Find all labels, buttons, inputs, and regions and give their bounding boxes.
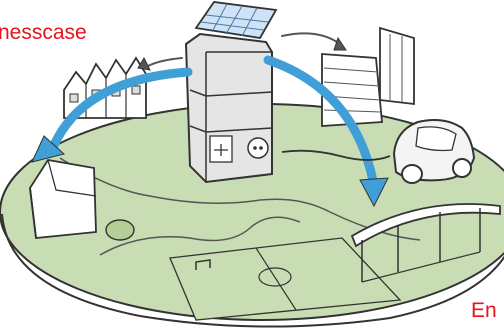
caption-bottom-right: En: [471, 299, 497, 322]
ground-edge: [1, 213, 504, 328]
arrowhead-small: [333, 36, 347, 51]
power-plug-icon: [247, 137, 269, 159]
arrowhead-left: [31, 135, 66, 163]
solar-panel-icon: [194, 1, 278, 39]
arrow-to-single-house: [47, 67, 193, 155]
electric-car-icon: [281, 119, 476, 184]
single-house: [29, 159, 135, 241]
soccer-goal-icon: [195, 259, 211, 270]
office-buildings: [321, 26, 415, 127]
arrowhead-right: [359, 177, 389, 208]
arrowhead-small: [137, 56, 151, 71]
arrow-to-sports-hall: [263, 55, 379, 191]
caption-top-left: nesscase: [0, 21, 87, 44]
ground-path: [99, 216, 301, 256]
arrow-heads: [31, 36, 389, 208]
arrow-to-offices: [281, 32, 341, 45]
energy-flow-arrows: [47, 32, 379, 191]
energy-storage-building: [184, 32, 273, 184]
arrow-to-row-houses: [147, 57, 183, 67]
ground-path: [59, 157, 421, 241]
sports-hall: [350, 203, 501, 283]
soccer-field: [169, 237, 402, 321]
